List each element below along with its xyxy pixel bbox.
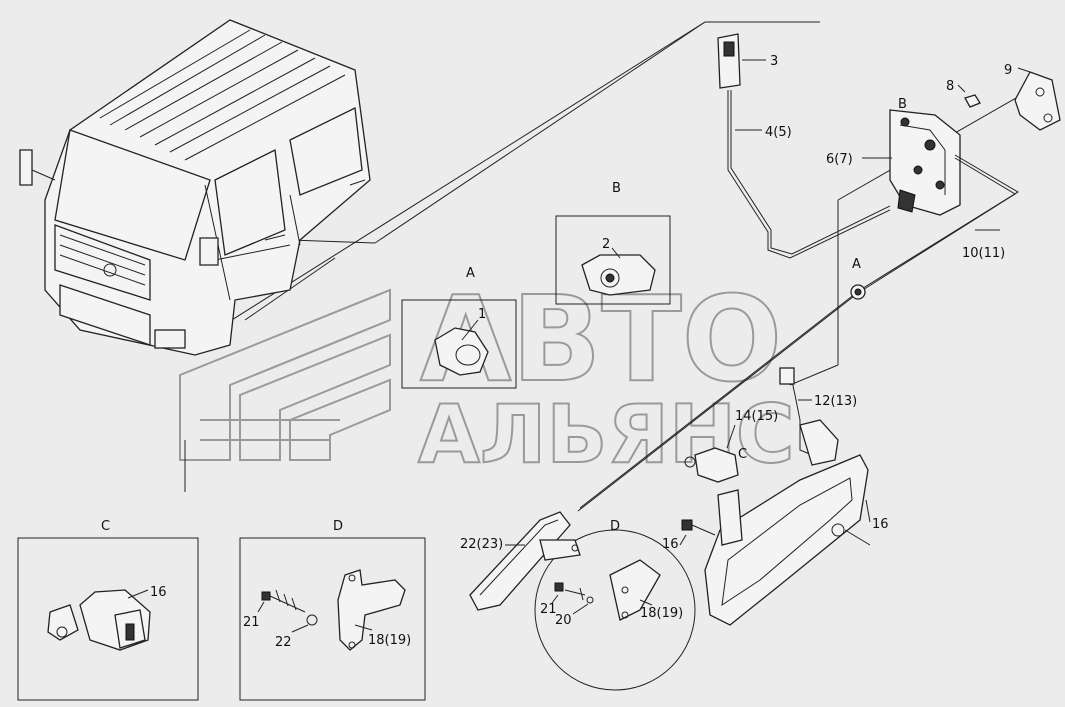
callout-20: 20 — [555, 613, 572, 628]
view-c-detail: C 16 — [17, 519, 199, 701]
view-a-callout: A — [852, 257, 861, 272]
callout-17: 16 — [662, 537, 679, 552]
callout-4: 4(5) — [765, 125, 792, 140]
callout-16b: 16 — [150, 585, 167, 600]
view-d-detail: D 21 22 18(19) — [239, 519, 426, 701]
part-12-outer-handle: 16 — [704, 419, 889, 626]
callout-3: 3 — [770, 54, 778, 69]
callout-6: 6(7) — [826, 152, 853, 167]
callout-21b: 21 — [540, 602, 557, 617]
callout-1: 1 — [478, 307, 486, 322]
callout-22b: 22(23) — [460, 537, 503, 552]
view-c-callout: C — [738, 447, 747, 462]
view-d-circle-label: D — [610, 519, 620, 534]
part-4-control-rod: 4(5) — [727, 90, 891, 259]
view-d-label: D — [333, 519, 343, 534]
callout-18b: 18(19) — [640, 606, 683, 621]
watermark-line2: АЛЬЯНС — [418, 388, 795, 481]
callout-2: 2 — [602, 237, 610, 252]
part-9-striker: 9 — [1004, 63, 1061, 131]
view-d-circle-detail: D 21 20 18(19) — [534, 519, 696, 691]
part-10-lock-rod: A 10(11) — [577, 154, 1019, 512]
part-16-key-cylinder: 14(15) C — [684, 409, 778, 483]
callout-12: 16 — [872, 517, 889, 532]
view-b-callout: B — [898, 97, 907, 112]
view-a-label: A — [466, 266, 475, 281]
callout-22a: 22 — [275, 635, 292, 650]
callout-14: 12(13) — [814, 394, 857, 409]
view-c-label: C — [101, 519, 110, 534]
part-17-screw: 16 — [662, 519, 716, 552]
callout-16a: 14(15) — [735, 409, 778, 424]
watermark-logo — [179, 288, 391, 461]
part-3-inner-handle: 3 — [717, 33, 778, 89]
callout-21a: 21 — [243, 615, 260, 630]
part-8-bolt: 8 — [946, 79, 981, 108]
part-14-rod: 12(13) — [779, 367, 857, 456]
view-a-detail: A 1 — [401, 266, 517, 389]
truck-cab-illustration — [19, 19, 371, 356]
view-b-label: B — [612, 181, 621, 196]
callout-9: 9 — [1004, 63, 1012, 78]
part-6-door-lock: B 6(7) — [826, 97, 961, 216]
view-b-detail: B 2 — [555, 181, 671, 305]
callout-18a: 18(19) — [368, 633, 411, 648]
callout-10: 10(11) — [962, 246, 1005, 261]
callout-8: 8 — [946, 79, 954, 94]
part-22-protector: 22(23) — [460, 511, 571, 611]
